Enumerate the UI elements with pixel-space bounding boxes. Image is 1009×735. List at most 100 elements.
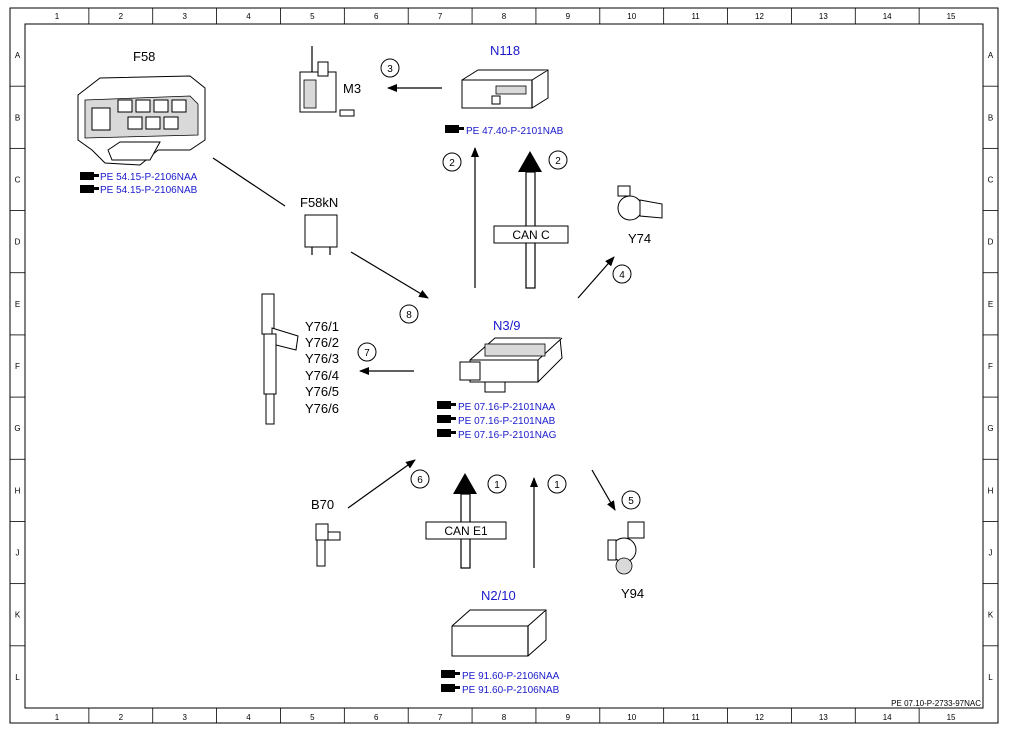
n118-ref-1-text: PE 47.40-P-2101NAB [466, 126, 564, 137]
arrow-5-line [591, 469, 616, 511]
n3-9-ref-2-text: PE 07.16-P-2101NAB [458, 416, 556, 427]
column-label-top: 4 [246, 12, 251, 21]
row-label-left: L [15, 673, 20, 682]
column-label-bottom: 11 [691, 713, 700, 722]
column-label-bottom: 1 [55, 713, 60, 722]
n3-9-control-unit-drawing [459, 337, 563, 393]
pointing-hand-icon [437, 429, 456, 437]
arrow-6-line [347, 459, 416, 509]
arrow-number-2-bus: 2 [548, 150, 568, 170]
column-label-top: 2 [119, 12, 124, 21]
y74-label: Y74 [628, 231, 651, 246]
pointing-hand-icon [441, 670, 460, 678]
svg-text:4: 4 [619, 270, 625, 281]
n2-10-label: N2/10 [481, 588, 516, 603]
arrow-number-6: 6 [410, 469, 430, 489]
n3-9-ref-3[interactable]: PE 07.16-P-2101NAG [437, 429, 557, 441]
row-label-right: K [988, 611, 994, 620]
y76-label-5: Y76/5 [305, 384, 339, 399]
row-label-left: A [15, 51, 21, 60]
f58-ref-2-text: PE 54.15-P-2106NAB [100, 185, 198, 196]
column-label-top: 14 [883, 12, 892, 21]
arrow-number-1-bus: 1 [487, 474, 507, 494]
column-label-bottom: 6 [374, 713, 379, 722]
n3-9-ref-1-text: PE 07.16-P-2101NAA [458, 402, 556, 413]
column-label-bottom: 2 [119, 713, 124, 722]
column-grid: 1122334455667788991010111112121313141415… [55, 8, 956, 723]
column-label-top: 15 [947, 12, 956, 21]
y94-label: Y94 [621, 586, 644, 601]
svg-text:2: 2 [449, 158, 455, 169]
m3-fuel-pump-drawing [299, 46, 355, 117]
svg-text:2: 2 [555, 156, 561, 167]
column-label-bottom: 8 [502, 713, 507, 722]
y76-label-3: Y76/3 [305, 351, 339, 366]
f58-ref-1[interactable]: PE 54.15-P-2106NAA [80, 172, 198, 183]
column-label-top: 13 [819, 12, 828, 21]
can-e1-bus-arrow [453, 473, 477, 569]
row-label-right: C [988, 175, 994, 184]
b70-label: B70 [311, 497, 334, 512]
pointing-hand-icon [437, 415, 456, 423]
column-label-bottom: 3 [182, 713, 187, 722]
row-label-right: B [988, 113, 993, 122]
arrow-number-5: 5 [621, 490, 641, 510]
row-label-right: G [987, 424, 993, 433]
column-label-bottom: 5 [310, 713, 315, 722]
row-label-left: J [16, 549, 20, 558]
svg-text:5: 5 [628, 496, 634, 507]
svg-text:6: 6 [417, 475, 423, 486]
row-label-left: H [15, 486, 21, 495]
f58-ref-1-text: PE 54.15-P-2106NAA [100, 172, 198, 183]
column-label-bottom: 7 [438, 713, 443, 722]
n118-ref-1[interactable]: PE 47.40-P-2101NAB [445, 125, 564, 137]
row-label-right: L [988, 673, 993, 682]
arrow-4-line [577, 256, 615, 299]
y76-label-6: Y76/6 [305, 401, 339, 416]
n2-10-ref-2[interactable]: PE 91.60-P-2106NAB [441, 684, 560, 696]
arrow-number-4: 4 [612, 264, 632, 284]
column-label-bottom: 4 [246, 713, 251, 722]
row-label-right: H [988, 486, 994, 495]
n2-10-control-unit-drawing [451, 609, 547, 657]
row-label-right: J [989, 549, 993, 558]
column-label-top: 10 [627, 12, 636, 21]
column-label-top: 11 [691, 12, 700, 21]
n2-10-ref-1-text: PE 91.60-P-2106NAA [462, 671, 560, 682]
arrow-number-8: 8 [399, 304, 419, 324]
y76-label-2: Y76/2 [305, 335, 339, 350]
pointing-hand-icon [441, 684, 460, 692]
n2-10-ref-1[interactable]: PE 91.60-P-2106NAA [441, 670, 560, 682]
arrow-number-3: 3 [380, 58, 400, 78]
f58-to-f58kn-line [212, 157, 286, 207]
arrow-8-line [350, 251, 429, 299]
column-label-bottom: 9 [566, 713, 571, 722]
row-label-right: F [988, 362, 993, 371]
row-label-right: E [988, 300, 993, 309]
drawing-frame [9, 7, 999, 724]
document-reference: PE 07.10-P-2733-97NAC [891, 699, 981, 708]
row-label-left: G [14, 424, 20, 433]
f58-ref-2[interactable]: PE 54.15-P-2106NAB [80, 185, 198, 196]
arrow-number-1-line: 1 [547, 474, 567, 494]
column-label-top: 5 [310, 12, 315, 21]
svg-text:3: 3 [387, 64, 393, 75]
column-label-top: 9 [566, 12, 571, 21]
can-c-text: CAN C [512, 228, 550, 242]
row-label-left: F [15, 362, 20, 371]
n3-9-ref-1[interactable]: PE 07.16-P-2101NAA [437, 401, 556, 413]
n3-9-ref-2[interactable]: PE 07.16-P-2101NAB [437, 415, 556, 427]
column-label-top: 6 [374, 12, 379, 21]
row-label-right: D [988, 238, 994, 247]
b70-sensor-drawing [315, 523, 341, 567]
row-label-left: K [15, 611, 21, 620]
column-label-top: 12 [755, 12, 764, 21]
f58kn-label: F58kN [300, 195, 338, 210]
column-label-bottom: 10 [627, 713, 636, 722]
row-label-left: C [15, 175, 21, 184]
can-c-label: CAN C [493, 225, 569, 244]
y94-valve-drawing [607, 521, 645, 575]
pointing-hand-icon [445, 125, 464, 133]
svg-text:7: 7 [364, 348, 370, 359]
